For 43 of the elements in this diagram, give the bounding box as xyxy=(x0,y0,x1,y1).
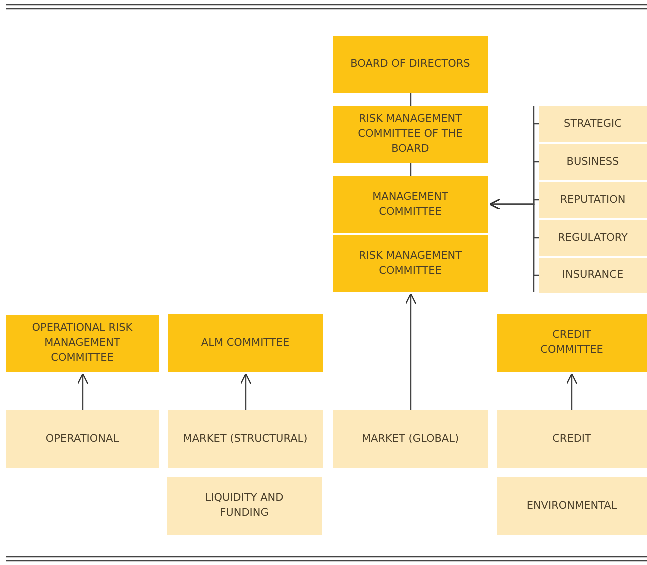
box-label: CREDIT COMMITTEE xyxy=(540,328,604,358)
box-label: OPERATIONAL xyxy=(46,432,120,446)
risk-box xyxy=(539,144,647,180)
arrow xyxy=(405,293,417,410)
connector-line xyxy=(410,93,412,106)
box-label: MARKET (GLOBAL) xyxy=(362,432,460,446)
box-label: ENVIRONMENTAL xyxy=(526,498,618,514)
arrow xyxy=(489,198,539,276)
risk-box xyxy=(497,477,647,535)
box-label: RISK MANAGEMENT COMMITTEE xyxy=(358,248,464,278)
box-label: MANAGEMENT COMMITTEE xyxy=(372,190,450,220)
box-label: REGULATORY xyxy=(558,230,628,246)
risk-box xyxy=(168,410,323,468)
risk-box xyxy=(497,410,647,468)
arrow xyxy=(77,373,89,410)
committee-box xyxy=(333,235,488,292)
risk-box xyxy=(539,220,647,256)
box-label: INSURANCE xyxy=(562,268,624,283)
connector-line xyxy=(410,163,412,176)
arrow xyxy=(566,373,578,410)
box-label: RISK MANAGEMENT COMMITTEE OF THE BOARD xyxy=(357,112,464,157)
risk-box xyxy=(6,410,159,468)
committee-box xyxy=(333,36,488,93)
risk-box xyxy=(333,410,488,468)
box-label: CREDIT xyxy=(552,432,592,446)
box-label: OPERATIONAL RISK MANAGEMENT COMMITTEE xyxy=(31,321,134,366)
box-label: BOARD OF DIRECTORS xyxy=(350,57,470,72)
committee-box xyxy=(333,176,488,233)
risk-box xyxy=(539,106,647,142)
box-label: LIQUIDITY AND FUNDING xyxy=(204,491,285,521)
committee-box xyxy=(6,315,159,372)
box-label: STRATEGIC xyxy=(564,116,622,132)
box-label: MARKET (STRUCTURAL) xyxy=(183,432,308,446)
risk-box xyxy=(539,182,647,218)
box-label: REPUTATION xyxy=(560,192,626,208)
box-label: ALM COMMITTEE xyxy=(201,336,290,350)
box-label: BUSINESS xyxy=(566,154,620,170)
committee-box xyxy=(333,106,488,163)
risk-box xyxy=(167,477,322,535)
risk-box xyxy=(539,258,647,293)
arrow xyxy=(240,373,252,410)
committee-box xyxy=(168,314,323,372)
committee-box xyxy=(497,314,647,372)
